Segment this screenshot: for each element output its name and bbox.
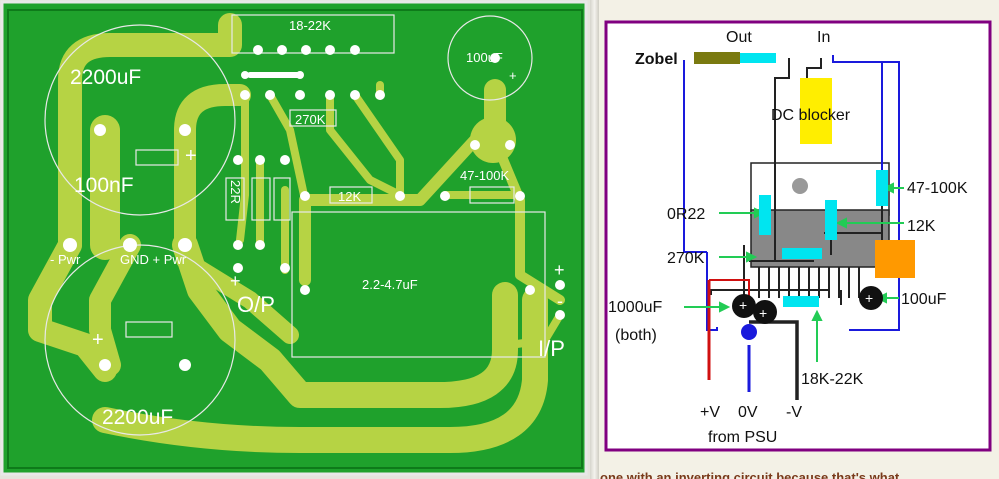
- cap-bottom-label: 2200uF: [102, 406, 173, 429]
- both-label: (both): [615, 327, 657, 344]
- in-label: In: [817, 29, 830, 46]
- res-22r-label: 22R: [228, 180, 243, 204]
- large-via: [470, 117, 516, 163]
- output-plus: +: [230, 271, 241, 291]
- neg-v-label: -V: [786, 404, 802, 421]
- neg-pwr-label: - Pwr: [50, 252, 81, 267]
- cap-top-label: 2200uF: [70, 66, 141, 89]
- cap-bottom-plus: +: [92, 329, 104, 351]
- from-psu-label: from PSU: [708, 429, 777, 446]
- panel-divider: [590, 0, 599, 479]
- cap-1000uf-a: [732, 294, 756, 318]
- c-1000uf-label: 1000uF: [608, 299, 662, 316]
- chip-mounting-hole: [792, 178, 808, 194]
- dc-blocker-cap: [800, 78, 832, 144]
- input-label: I/P: [538, 336, 565, 361]
- page-caption-text: one with an inverting circuit because th…: [600, 470, 900, 479]
- pcb-border: [7, 9, 583, 469]
- cap-100uf-plus-mark: +: [865, 290, 873, 306]
- res-270k-label: 270K: [295, 112, 326, 127]
- cap-b-plus: +: [759, 305, 767, 321]
- cap-100uf-label: 100uF: [466, 50, 503, 65]
- chip-pins: [758, 267, 860, 298]
- cap-a-plus: +: [739, 297, 747, 313]
- pos-v-label: +V: [700, 404, 720, 421]
- r-270k-label: 270K: [667, 250, 705, 267]
- cap-100nf-label: 100nF: [74, 174, 134, 197]
- cap-100uf-plus: +: [509, 68, 517, 83]
- zobel-network: [694, 52, 740, 64]
- chip-tab: [750, 162, 890, 216]
- zobel-label: Zobel: [635, 51, 678, 68]
- input-cap-orange: [875, 240, 915, 278]
- res-47-100k-label: 47-100K: [460, 168, 509, 183]
- zobel-resistor: [740, 53, 776, 63]
- cap-100uf-black: [859, 286, 883, 310]
- pcb-layout-drawing: 2200uF 100nF 2200uF 100uF 18-22K 270K 12…: [0, 0, 588, 476]
- zero-v-label: 0V: [738, 404, 758, 421]
- resistor-47-100k: [876, 170, 888, 206]
- pcb-pads: [63, 45, 565, 371]
- res-12k-label: 12K: [338, 189, 361, 204]
- input-minus: -: [557, 291, 563, 311]
- res-18-22k-label: 18-22K: [289, 18, 331, 33]
- cap-1000uf-b: [753, 300, 777, 324]
- out-label: Out: [726, 29, 752, 46]
- gnd-pos-pwr-label: GND + Pwr: [120, 252, 187, 267]
- r-12k-label: 12K: [907, 218, 936, 235]
- resistor-12k: [825, 200, 837, 240]
- r-47-100k-label: 47-100K: [907, 180, 968, 197]
- component-outlines: [44, 14, 546, 436]
- dc-blocker-label: DC blocker: [771, 107, 851, 124]
- schematic-panel: + + + Out In Zobel DC blocker 47-100K 0R…: [599, 0, 999, 479]
- resistor-270k: [782, 248, 822, 259]
- cap-2-2-4-7uf-label: 2.2-4.7uF: [362, 277, 418, 292]
- r-0r22-label: 0R22: [667, 206, 705, 223]
- resistor-0r22: [759, 195, 771, 235]
- r-18k-22k-label: 18K-22K: [801, 371, 864, 388]
- resistor-18k-22k: [783, 296, 819, 307]
- output-label: O/P: [237, 292, 275, 317]
- ground-node: [741, 324, 757, 340]
- c-100uf-label: 100uF: [901, 291, 947, 308]
- input-plus: +: [554, 260, 565, 280]
- cap-top-plus: +: [185, 145, 197, 167]
- schematic-drawing: + + + Out In Zobel DC blocker 47-100K 0R…: [604, 20, 992, 452]
- pcb-layout-panel: 2200uF 100nF 2200uF 100uF 18-22K 270K 12…: [0, 0, 588, 476]
